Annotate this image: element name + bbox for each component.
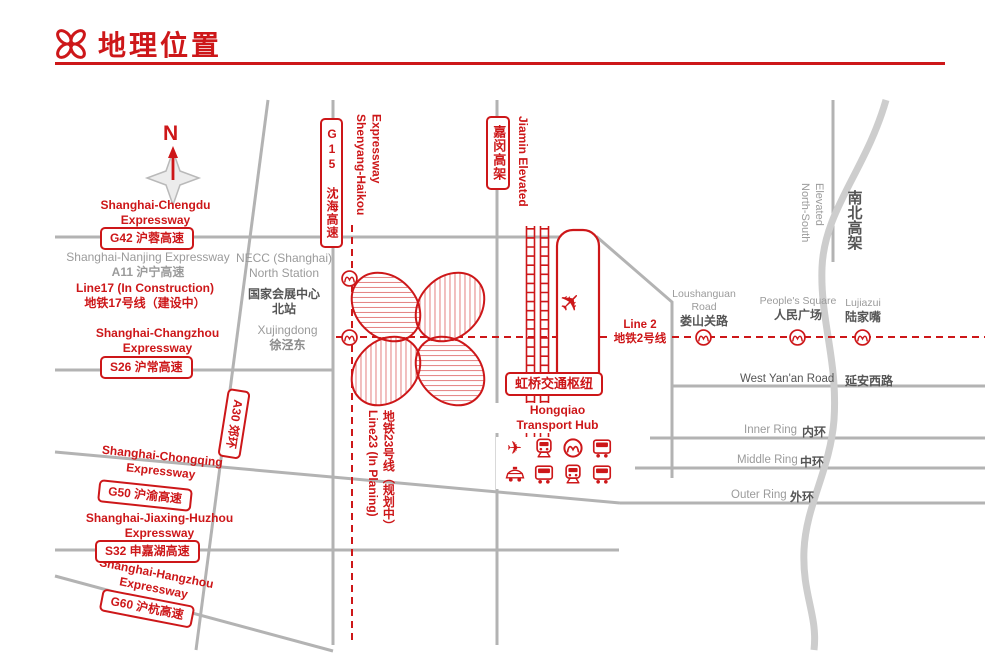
xujingdong-label: Xujingdong 徐泾东	[257, 323, 318, 352]
page-title: 地理位置	[98, 30, 223, 61]
west-yanan-road-cn-label: 延安西路	[845, 374, 894, 388]
s26-badge: S26 沪常高速	[100, 356, 193, 379]
loushanguan-station-label: Loushanguan Road 娄山关路	[672, 288, 736, 329]
north-south-elevated-cn-label: 南北高架	[845, 190, 863, 250]
middle-ring-cn-label: 中环	[800, 455, 825, 469]
metro-icon	[789, 329, 806, 346]
north-south-elevated-en-label: North-South Elevated	[799, 183, 826, 243]
middle-ring-en-label: Middle Ring	[737, 454, 798, 466]
s26-expressway-label: Shanghai-Changzhou Expressway	[95, 326, 220, 355]
s32-expressway-label: Shanghai-Jiaxing-Huzhou Expressway	[85, 511, 234, 540]
hongqiao-hub-badge: 虹桥交通枢纽	[505, 372, 604, 397]
a30-road	[194, 99, 270, 651]
inner-ring-cn-label: 内环	[802, 425, 827, 439]
metro-icon	[341, 270, 358, 287]
hub-transport-icons-row2	[496, 463, 620, 485]
necc-north-station-label: NECC (Shanghai) North Station 国家会展中心 北站	[235, 251, 333, 316]
lujiazui-station-label: Lujiazui 陆家嘴	[830, 297, 896, 326]
shuttle-train-icon	[562, 463, 584, 485]
necc-clover	[350, 271, 486, 407]
train-icon	[533, 437, 555, 459]
g42-expressway-label: Shanghai-Chengdu Expressway	[100, 198, 211, 227]
line2-label: Line 2 地铁2号线	[608, 318, 672, 347]
inner-ring-en-label: Inner Ring	[744, 424, 798, 436]
jiamin-name-label: Jiamin Elevated	[516, 116, 531, 207]
hub-transport-icons-row1: ✈	[496, 437, 620, 459]
metro-icon	[562, 437, 584, 459]
plane-icon: ✈	[506, 438, 523, 458]
title-underline	[55, 62, 945, 65]
compass-north-label: N	[163, 122, 179, 145]
line17-label: Line17 (In Construction) 地铁17号线（建设中）	[76, 281, 214, 310]
a11-expressway-label: Shanghai-Nanjing Expressway A11 沪宁高速	[66, 250, 230, 279]
peoples-square-station-label: People's Square 人民广场	[759, 295, 837, 323]
outer-ring-cn-label: 外环	[790, 490, 815, 504]
g15-name-label: Shenyang-Haikou Expressway	[354, 114, 384, 216]
huangpu-river	[800, 99, 890, 651]
g60-road	[54, 574, 334, 653]
jiamin-badge: 嘉闵高架	[486, 116, 511, 190]
compass-star-icon	[144, 146, 202, 208]
metro-icon	[854, 329, 871, 346]
line23-label: Line23 (In Planing) 地铁23号线（规划中）	[366, 410, 396, 532]
g15-badge: G15 沈海高速	[320, 118, 343, 248]
coach-icon	[533, 463, 555, 485]
west-yanan-road-en-label: West Yan'an Road	[740, 373, 835, 385]
gray-roads	[54, 99, 985, 653]
metro-icon	[695, 329, 712, 346]
g50-road	[54, 450, 621, 505]
hub-transport-icons: ✈	[496, 437, 620, 489]
metro-icon	[341, 329, 358, 346]
clover-logo-icon	[56, 29, 86, 59]
hongqiao-hub-en-label: Hongqiao Transport Hub	[495, 403, 620, 433]
s32-badge: S32 申嘉湖高速	[95, 540, 200, 563]
bus-icon	[591, 437, 613, 459]
g42-badge: G42 沪蓉高速	[100, 227, 195, 250]
taxi-icon	[504, 463, 526, 485]
outer-ring-en-label: Outer Ring	[731, 489, 787, 501]
minibus-icon	[591, 463, 613, 485]
